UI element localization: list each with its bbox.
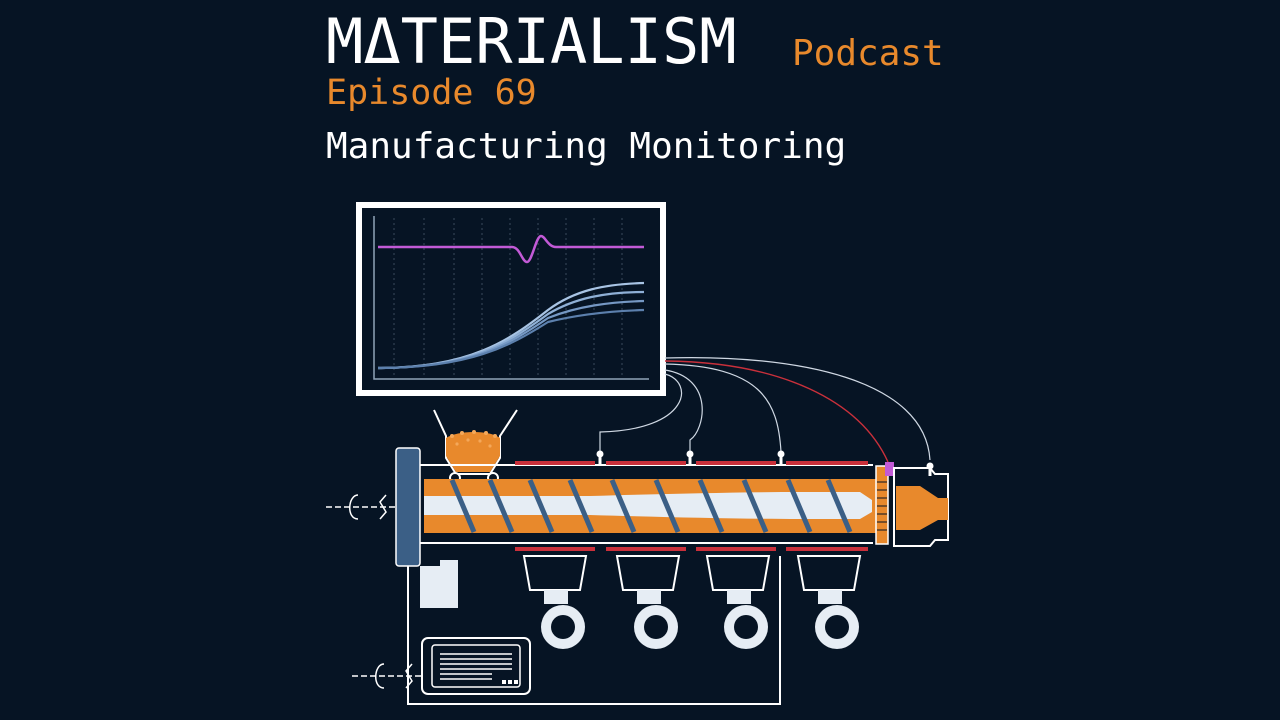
hopper-icon [433, 409, 518, 484]
fan-rings [541, 590, 859, 649]
podcast-title: MΔTERIALISM [326, 5, 737, 78]
thermocouple-cable [664, 360, 889, 463]
heater-fan-icon [522, 555, 862, 591]
heater-bands [515, 461, 868, 551]
extruder-barrel-icon [395, 447, 949, 567]
sensor-cables [599, 357, 931, 461]
gearbox-block [420, 560, 458, 608]
monitor-icon [356, 202, 666, 396]
machine-frame [407, 556, 781, 705]
magenta-signal-line [378, 234, 644, 264]
nozzle-icon [893, 467, 949, 547]
episode-number: Episode 69 [326, 73, 537, 113]
motor-icon [421, 637, 531, 695]
podcast-label: Podcast [792, 33, 944, 74]
episode-subtitle: Manufacturing Monitoring [326, 126, 847, 167]
drive-shaft-symbols [326, 494, 422, 689]
